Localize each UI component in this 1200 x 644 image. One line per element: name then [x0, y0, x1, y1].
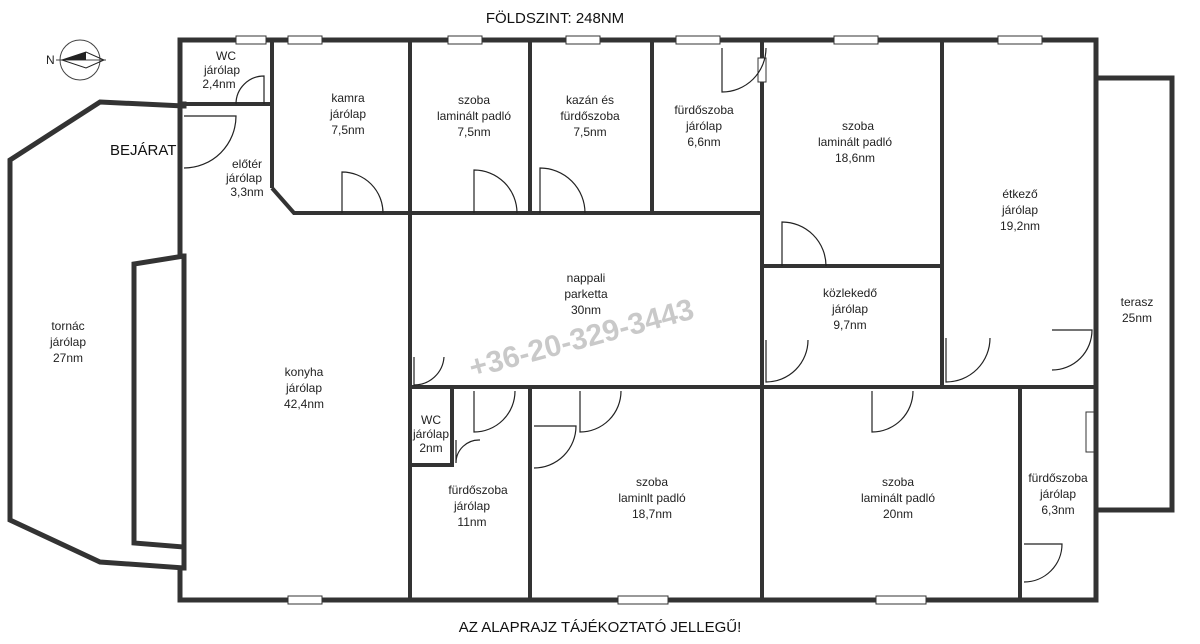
room-furdo2: fürdőszoba járólap 11nm [448, 483, 508, 529]
svg-text:19,2nm: 19,2nm [1000, 219, 1040, 233]
room-szoba2: szoba laminált padló 18,6nm [818, 119, 892, 165]
compass-icon: N [46, 39, 106, 81]
svg-text:járólap: járólap [49, 335, 86, 349]
room-szoba1: szoba laminált padló 7,5nm [437, 93, 511, 139]
svg-text:18,6nm: 18,6nm [835, 151, 875, 165]
svg-text:konyha: konyha [285, 365, 324, 379]
room-nappali: nappali parketta 30nm [564, 271, 608, 317]
svg-text:szoba: szoba [842, 119, 874, 133]
svg-text:6,3nm: 6,3nm [1041, 503, 1074, 517]
svg-text:7,5nm: 7,5nm [331, 123, 364, 137]
room-konyha: konyha járólap 42,4nm [284, 365, 324, 411]
windows [235, 35, 1095, 605]
svg-text:WC: WC [216, 49, 236, 63]
svg-text:7,5nm: 7,5nm [457, 125, 490, 139]
svg-text:járólap: járólap [831, 302, 868, 316]
room-wc2: WC járólap 2nm [412, 413, 449, 455]
svg-text:42,4nm: 42,4nm [284, 397, 324, 411]
svg-text:járólap: járólap [412, 427, 449, 441]
svg-text:laminált padló: laminált padló [861, 491, 935, 505]
svg-text:közlekedő: közlekedő [823, 286, 877, 300]
room-tornac: tornác járólap 27nm [49, 319, 86, 365]
svg-text:nappali: nappali [567, 271, 606, 285]
svg-text:parketta: parketta [564, 287, 608, 301]
room-kazan: kazán és fürdőszoba 7,5nm [560, 93, 620, 139]
interior-walls [180, 40, 1096, 600]
svg-text:járólap: járólap [225, 171, 262, 185]
svg-text:járólap: járólap [1039, 487, 1076, 501]
doors [183, 47, 1093, 583]
entrance-label: BEJÁRAT [110, 142, 176, 159]
floor-title: FÖLDSZINT: 248NM [486, 9, 624, 27]
disclaimer-note: AZ ALAPRAJZ TÁJÉKOZTATÓ JELLEGŰ! [459, 619, 742, 636]
svg-text:tornác: tornác [51, 319, 84, 333]
svg-text:27nm: 27nm [53, 351, 83, 365]
svg-text:fürdőszoba: fürdőszoba [560, 109, 620, 123]
svg-text:fürdőszoba: fürdőszoba [1028, 471, 1088, 485]
svg-text:járólap: járólap [453, 499, 490, 513]
room-furdo1: fürdőszoba járólap 6,6nm [674, 103, 734, 149]
room-furdo3: fürdőszoba járólap 6,3nm [1028, 471, 1088, 517]
room-szoba4: szoba laminált padló 20nm [861, 475, 935, 521]
svg-text:2,4nm: 2,4nm [202, 77, 235, 91]
svg-text:járólap: járólap [329, 107, 366, 121]
svg-text:fürdőszoba: fürdőszoba [674, 103, 734, 117]
svg-text:szoba: szoba [458, 93, 490, 107]
room-kozlekedo: közlekedő járólap 9,7nm [823, 286, 877, 332]
svg-text:szoba: szoba [636, 475, 668, 489]
room-eloter: előtér járólap 3,3nm [225, 157, 264, 199]
svg-text:laminált padló: laminált padló [818, 135, 892, 149]
svg-text:járólap: járólap [285, 381, 322, 395]
svg-text:étkező: étkező [1002, 187, 1038, 201]
svg-text:előtér: előtér [232, 157, 262, 171]
svg-text:járólap: járólap [203, 63, 240, 77]
svg-text:terasz: terasz [1121, 295, 1154, 309]
room-kamra: kamra járólap 7,5nm [329, 91, 366, 137]
svg-text:fürdőszoba: fürdőszoba [448, 483, 508, 497]
svg-text:6,6nm: 6,6nm [687, 135, 720, 149]
svg-text:9,7nm: 9,7nm [833, 318, 866, 332]
room-tornac-wall [7, 99, 187, 571]
svg-text:járólap: járólap [1001, 203, 1038, 217]
compass-label: N [46, 53, 55, 67]
svg-text:szoba: szoba [882, 475, 914, 489]
svg-text:járólap: járólap [685, 119, 722, 133]
svg-text:18,7nm: 18,7nm [632, 507, 672, 521]
svg-text:kamra: kamra [331, 91, 365, 105]
svg-text:30nm: 30nm [571, 303, 601, 317]
svg-text:WC: WC [421, 413, 441, 427]
svg-text:laminált padló: laminált padló [437, 109, 511, 123]
room-etkezo: étkező járólap 19,2nm [1000, 187, 1040, 233]
svg-text:2nm: 2nm [419, 441, 442, 455]
svg-text:20nm: 20nm [883, 507, 913, 521]
svg-text:3,3nm: 3,3nm [230, 185, 263, 199]
room-terasz: terasz 25nm [1121, 295, 1154, 325]
svg-text:laminlt padló: laminlt padló [618, 491, 686, 505]
svg-text:11nm: 11nm [457, 515, 486, 529]
svg-text:kazán és: kazán és [566, 93, 614, 107]
room-wc1: WC járólap 2,4nm [202, 49, 240, 91]
svg-text:7,5nm: 7,5nm [573, 125, 606, 139]
svg-text:25nm: 25nm [1122, 311, 1152, 325]
room-terasz-wall [1093, 75, 1175, 513]
room-szoba3: szoba laminlt padló 18,7nm [618, 475, 686, 521]
